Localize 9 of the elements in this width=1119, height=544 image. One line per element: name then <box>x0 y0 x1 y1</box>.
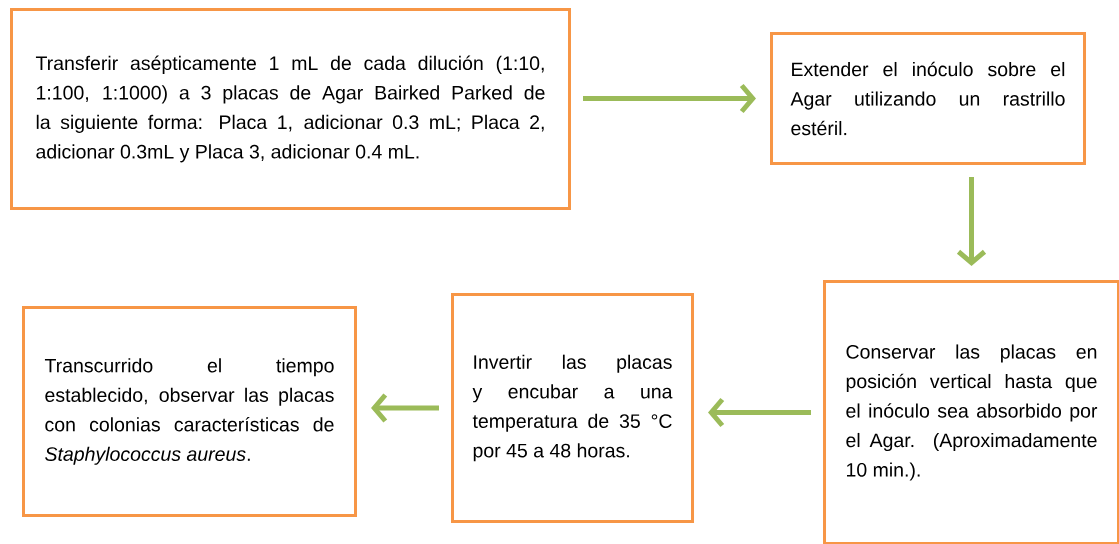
arrow <box>583 83 756 114</box>
process-box: Transferir asépticamente 1 mL de cada dilución (1:10, 1:100, 1:1000) a 3 placas de Agar Bairked Parked de la siguiente forma: Placa 1, adicionar 0.3 mL; Placa 2, adicionar 0.3mL y Placa 3, adicionar 0.4 mL. <box>10 8 571 210</box>
arrow <box>708 397 811 428</box>
process-box: Conservar las placas en posición vertical hasta que el inóculo sea absorbido por el Agar. (Aproximadamente 10 min.). <box>823 280 1119 544</box>
arrow <box>956 177 987 266</box>
process-box: Extender el inóculo sobre el Agar utilizando un rastrillo estéril. <box>770 32 1086 165</box>
process-box: Invertir las placas y encubar a una temperatura de 35 °C por 45 a 48 horas. <box>451 293 694 523</box>
arrow <box>371 393 439 423</box>
process-box: Transcurrido el tiempo establecido, observar las placas con colonias características de Staphylococcus aureus. <box>22 306 357 517</box>
